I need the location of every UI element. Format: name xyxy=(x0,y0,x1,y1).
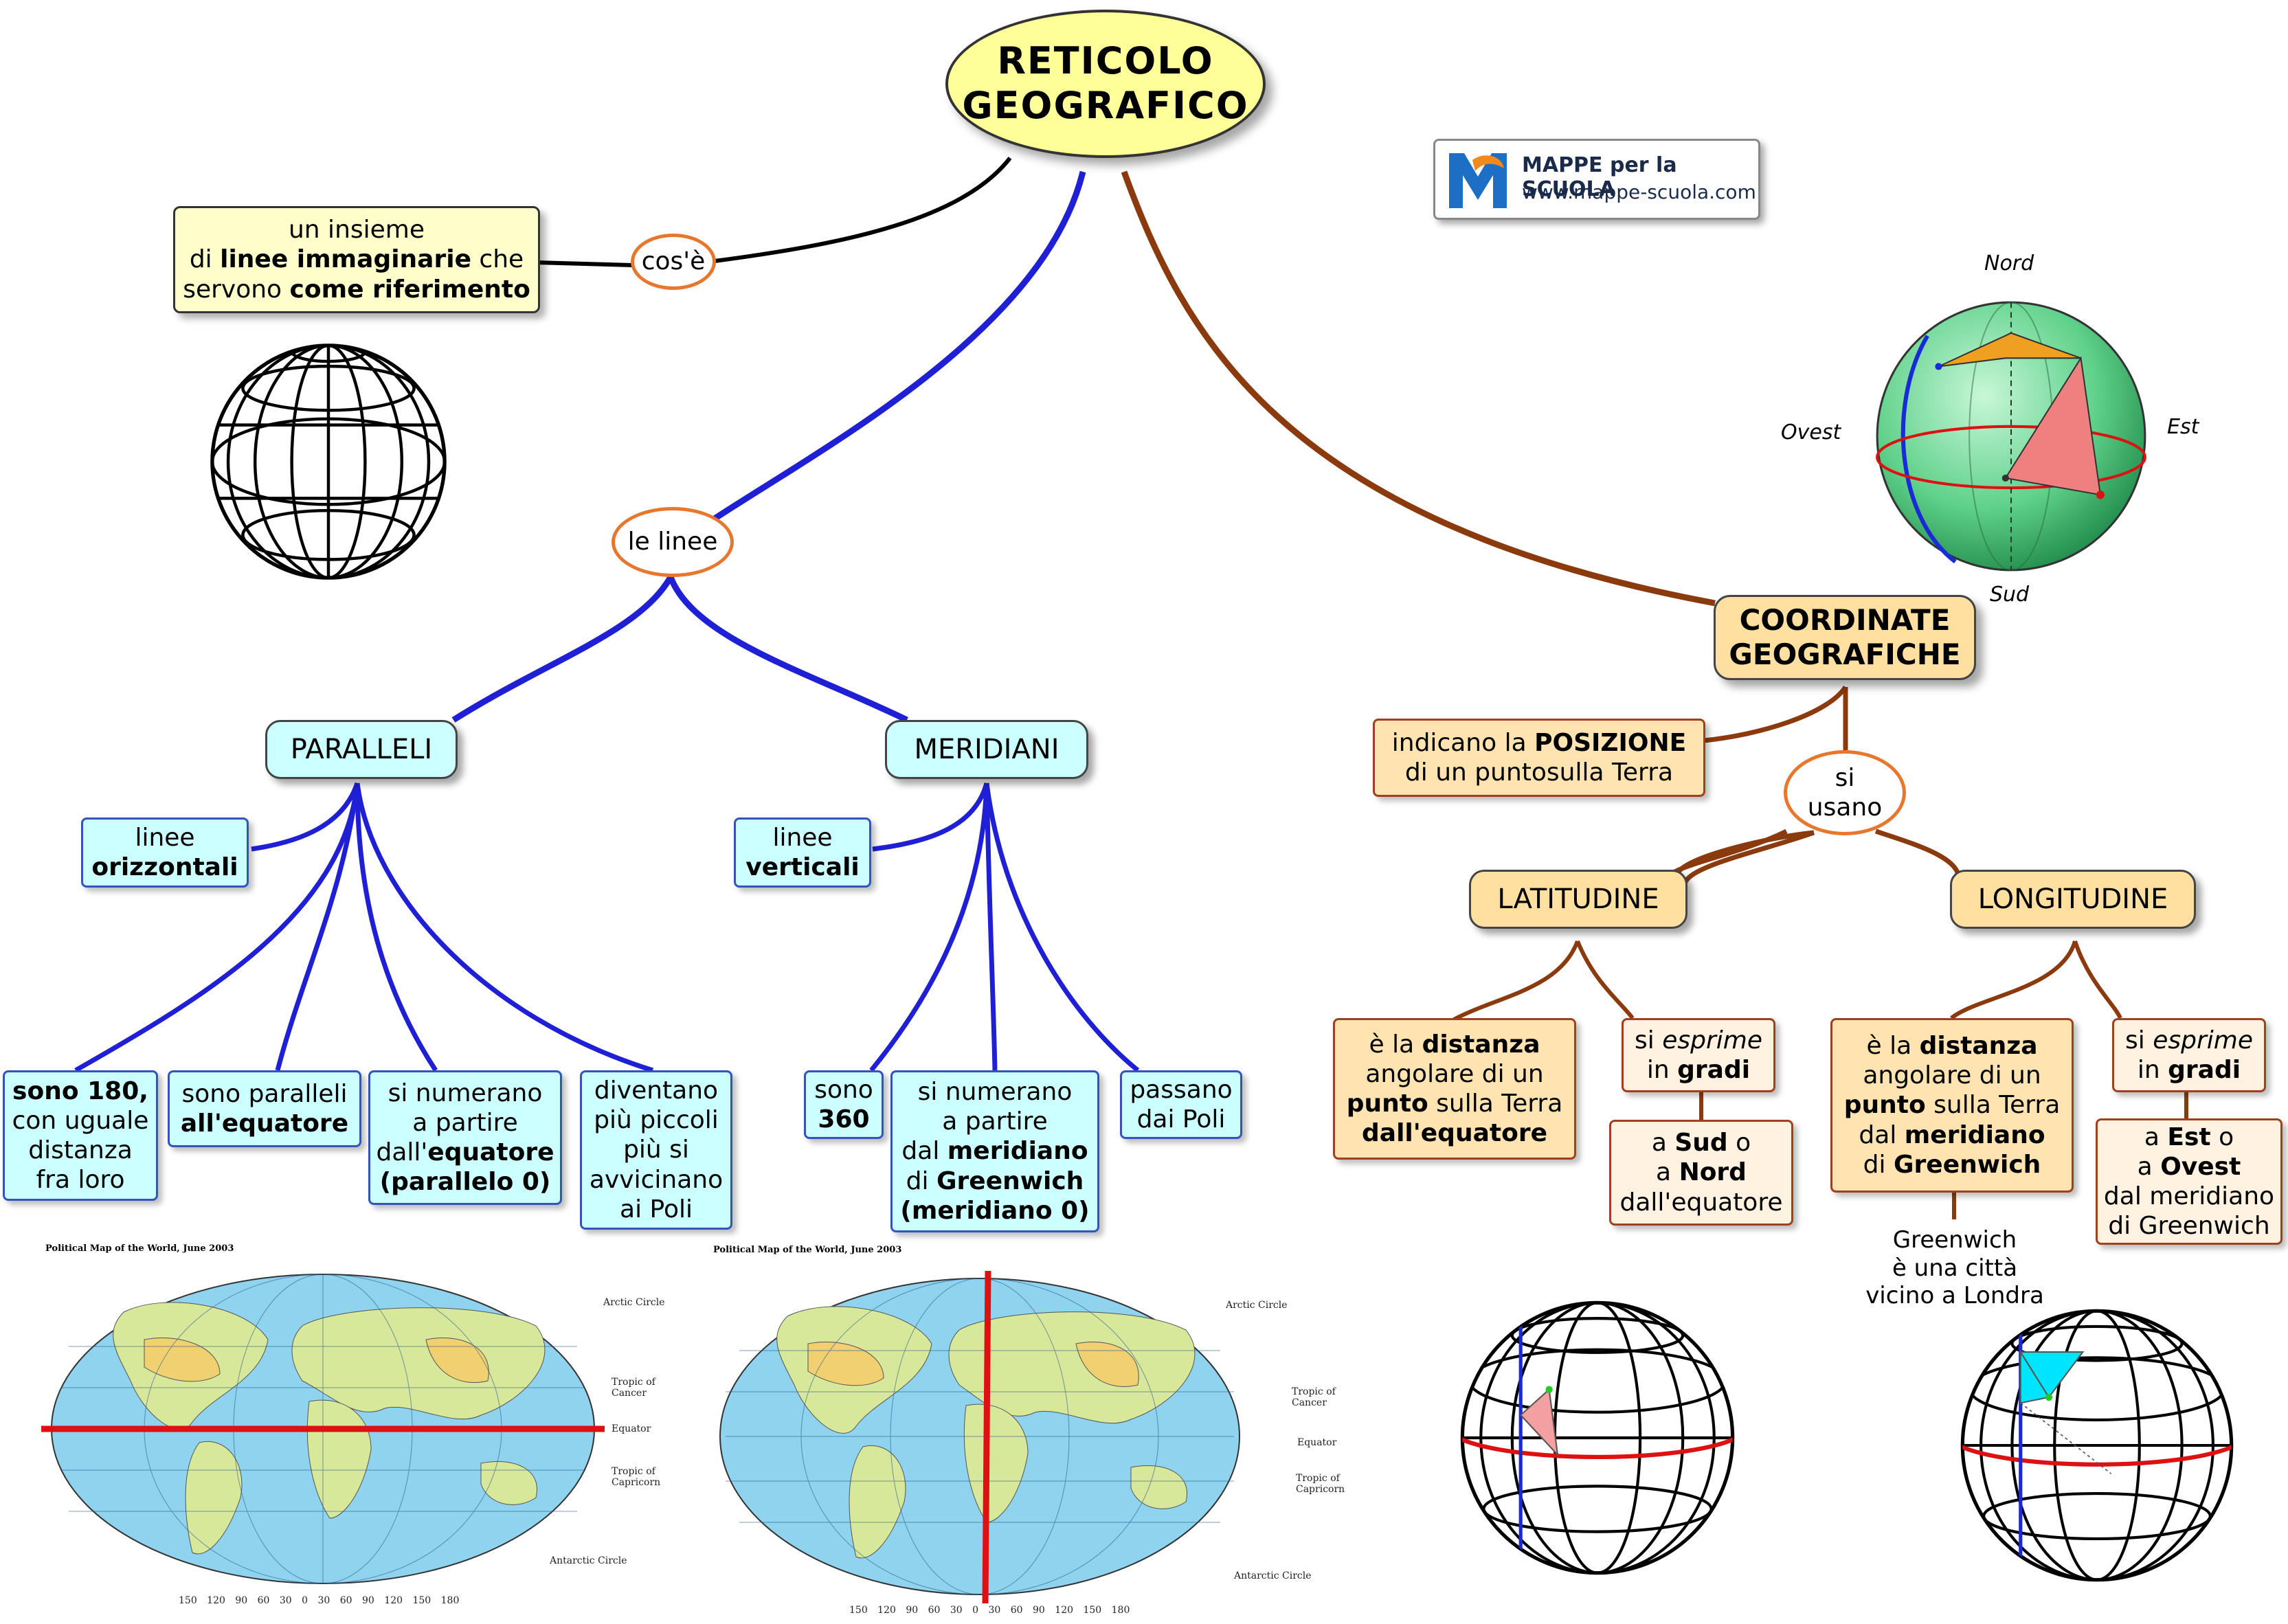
map1-tropic-capricorn: Tropic of Capricorn xyxy=(612,1466,661,1488)
coordinate-globe-icon xyxy=(1876,301,2146,572)
world-map-image xyxy=(41,1274,605,1584)
link-si-usano-label: si usano xyxy=(1807,763,1883,822)
link-si-usano[interactable]: si usano xyxy=(1784,750,1906,835)
definition-bold-lines: linee immaginarie xyxy=(220,245,471,274)
latitude-globe-icon xyxy=(1460,1300,1735,1575)
longitudine-label: LONGITUDINE xyxy=(1977,883,2168,915)
meridiani-numbering-box[interactable]: si numerano a partire dal meridiano di G… xyxy=(890,1070,1099,1232)
lines-node-label: le linee xyxy=(627,528,718,556)
globe-label-west: Ovest xyxy=(1781,420,1841,444)
title-text: RETICOLO GEOGRAFICO xyxy=(962,39,1249,127)
longitudine-expressed-box[interactable]: si esprime in gradi xyxy=(2112,1018,2266,1092)
map1-antarctic: Antarctic Circle xyxy=(550,1555,627,1566)
latitudine-label: LATITUDINE xyxy=(1497,883,1659,915)
latitudine-node[interactable]: LATITUDINE xyxy=(1469,870,1687,929)
map1-lon-ticks: 150 120 90 60 30 0 30 60 90 120 150 180 xyxy=(179,1595,460,1606)
map2-equator: Equator xyxy=(1297,1437,1337,1448)
logo-name: MAPPE per la SCUOLA xyxy=(1522,153,1677,201)
paralleli-numbering-box[interactable]: si numerano a partire dall'equatore (par… xyxy=(368,1070,562,1205)
meridiani-poles-box[interactable]: passano dai Poli xyxy=(1120,1070,1242,1139)
coordinate-node[interactable]: COORDINATE GEOGRAFICHE xyxy=(1714,595,1976,680)
logo-m-icon xyxy=(1449,153,1507,208)
globe-label-north: Nord xyxy=(1984,251,2034,275)
greenwich-note: Greenwich è una città vicino a Londra xyxy=(1865,1226,2044,1310)
paralleli-node[interactable]: PARALLELI xyxy=(265,720,458,779)
world-map-equator: Political Map of the World, June 2003 Ar… xyxy=(27,1237,680,1621)
map2-tropic-cancer: Tropic of Cancer xyxy=(1292,1386,1336,1408)
paralleli-equator-box[interactable]: sono paralleli all'equatore xyxy=(168,1070,361,1147)
map2-title: Political Map of the World, June 2003 xyxy=(713,1245,902,1255)
meridiani-vertical-box[interactable]: linee verticali xyxy=(734,817,871,888)
definition-box[interactable]: un insieme di linee immaginarie che serv… xyxy=(173,206,540,313)
map1-arctic: Arctic Circle xyxy=(603,1297,665,1308)
paralleli-label: PARALLELI xyxy=(290,734,433,765)
definition-bold-reference: come riferimento xyxy=(289,275,530,304)
link-cose-label: cos'è xyxy=(641,247,706,276)
mappe-scuola-logo[interactable]: MAPPE per la SCUOLA www.mappe-scuola.com xyxy=(1433,139,1760,220)
logo-url: www.mappe-scuola.com xyxy=(1522,181,1756,203)
paralleli-horizontal-bold: orizzontali xyxy=(91,853,238,881)
paralleli-count-box[interactable]: sono 180, con uguale distanza fra loro xyxy=(3,1070,158,1201)
globe-label-east: Est xyxy=(2167,415,2199,439)
world-map-greenwich: Political Map of the World, June 2003 Ar… xyxy=(708,1241,1367,1623)
map2-antarctic: Antarctic Circle xyxy=(1234,1570,1312,1581)
map2-arctic: Arctic Circle xyxy=(1226,1300,1288,1311)
latitudine-expressed-box[interactable]: si esprime in gradi xyxy=(1622,1018,1775,1092)
paralleli-horizontal-box[interactable]: linee orizzontali xyxy=(81,817,249,888)
longitudine-direction-box[interactable]: a Est o a Ovest dal meridiano di Greenwi… xyxy=(2096,1118,2283,1245)
title-node[interactable]: RETICOLO GEOGRAFICO xyxy=(945,10,1266,158)
map1-equator: Equator xyxy=(612,1423,651,1434)
coordinate-desc-box[interactable]: indicano la POSIZIONE di un puntosulla T… xyxy=(1373,719,1705,797)
coordinate-label: COORDINATE GEOGRAFICHE xyxy=(1729,602,1961,671)
latitudine-direction-box[interactable]: a Sud o a Nord dall'equatore xyxy=(1609,1120,1793,1226)
wire-globe-icon xyxy=(210,343,447,580)
meridiani-label: MERIDIANI xyxy=(914,734,1059,765)
longitudine-node[interactable]: LONGITUDINE xyxy=(1950,870,2196,929)
paralleli-smaller-box[interactable]: diventano più piccoli più si avvicinano … xyxy=(580,1070,732,1230)
map1-title: Political Map of the World, June 2003 xyxy=(45,1243,234,1254)
meridiani-node[interactable]: MERIDIANI xyxy=(885,720,1088,779)
lines-node[interactable]: le linee xyxy=(612,507,734,577)
globe-label-south: Sud xyxy=(1990,583,2030,607)
longitudine-definition-box[interactable]: è la distanza angolare di un punto sulla… xyxy=(1830,1018,2074,1193)
longitude-globe-icon xyxy=(1960,1309,2234,1582)
latitudine-definition-box[interactable]: è la distanza angolare di un punto sulla… xyxy=(1333,1018,1576,1160)
world-map-image-2 xyxy=(719,1270,1240,1604)
definition-line-1: un insieme xyxy=(288,216,425,245)
meridiani-count-box[interactable]: sono 360 xyxy=(804,1070,884,1139)
map1-tropic-cancer: Tropic of Cancer xyxy=(612,1377,655,1399)
link-cose[interactable]: cos'è xyxy=(631,234,716,290)
map2-lon-ticks: 150 120 90 60 30 0 30 60 90 120 150 180 xyxy=(849,1605,1130,1616)
map2-tropic-capricorn: Tropic of Capricorn xyxy=(1296,1473,1345,1495)
